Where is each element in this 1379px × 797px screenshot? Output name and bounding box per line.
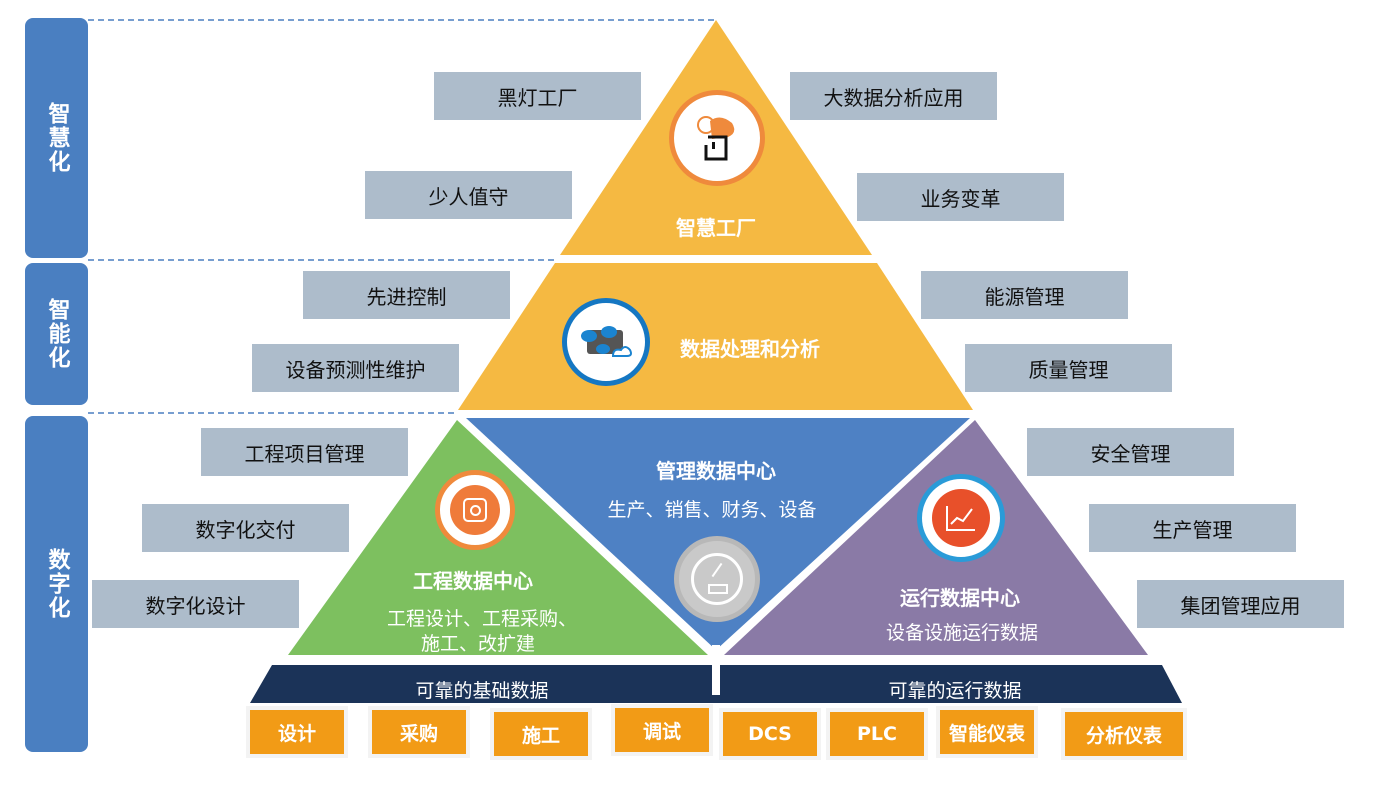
tag-production: 生产管理 [1089, 504, 1296, 552]
gear-icon [435, 470, 515, 550]
source-procurement: 采购 [372, 710, 466, 754]
level-intelligent: 智能化 [25, 263, 88, 405]
foundation-divider [712, 645, 720, 695]
source-design: 设计 [250, 710, 344, 754]
foundation-right: 可靠的运行数据 [888, 680, 1022, 702]
tag-project-mgmt: 工程项目管理 [201, 428, 408, 476]
tag-business-change: 业务变革 [857, 173, 1064, 221]
tag-predictive-maintenance: 设备预测性维护 [252, 344, 459, 392]
top-title: 智慧工厂 [676, 216, 756, 240]
engineering-line1: 工程设计、工程采购、 [386, 608, 578, 630]
operation-subtitle: 设备设施运行数据 [885, 622, 1039, 644]
tag-big-data: 大数据分析应用 [790, 72, 997, 120]
tag-dark-factory: 黑灯工厂 [434, 72, 641, 120]
foundation-left: 可靠的基础数据 [415, 680, 549, 702]
source-analyzers: 分析仪表 [1065, 712, 1183, 756]
source-dcs: DCS [723, 712, 817, 756]
engineering-line2: 施工、改扩建 [420, 633, 536, 655]
middle-title: 数据处理和分析 [680, 337, 820, 361]
tag-advanced-control: 先进控制 [303, 271, 510, 319]
level-digital: 数字化 [25, 416, 88, 752]
gauge-icon [674, 536, 760, 622]
management-subtitle: 生产、销售、财务、设备 [607, 499, 817, 521]
tag-few-people: 少人值守 [365, 171, 572, 219]
management-title: 管理数据中心 [656, 459, 776, 483]
management-triangle [466, 418, 970, 650]
cloud-data-icon [562, 298, 650, 386]
tag-quality: 质量管理 [965, 344, 1172, 392]
operation-title: 运行数据中心 [900, 586, 1020, 610]
engineering-title: 工程数据中心 [413, 569, 533, 593]
tag-safety: 安全管理 [1027, 428, 1234, 476]
source-plc: PLC [830, 712, 924, 756]
tag-energy: 能源管理 [921, 271, 1128, 319]
tag-group-apps: 集团管理应用 [1137, 580, 1344, 628]
smart-factory-icon [669, 90, 765, 186]
source-construction: 施工 [494, 712, 588, 756]
source-smart-instruments: 智能仪表 [940, 710, 1034, 754]
tag-digital-design: 数字化设计 [92, 580, 299, 628]
tag-digital-delivery: 数字化交付 [142, 504, 349, 552]
source-commissioning: 调试 [615, 708, 709, 752]
level-smart: 智慧化 [25, 18, 88, 258]
line-chart-icon [917, 474, 1005, 562]
